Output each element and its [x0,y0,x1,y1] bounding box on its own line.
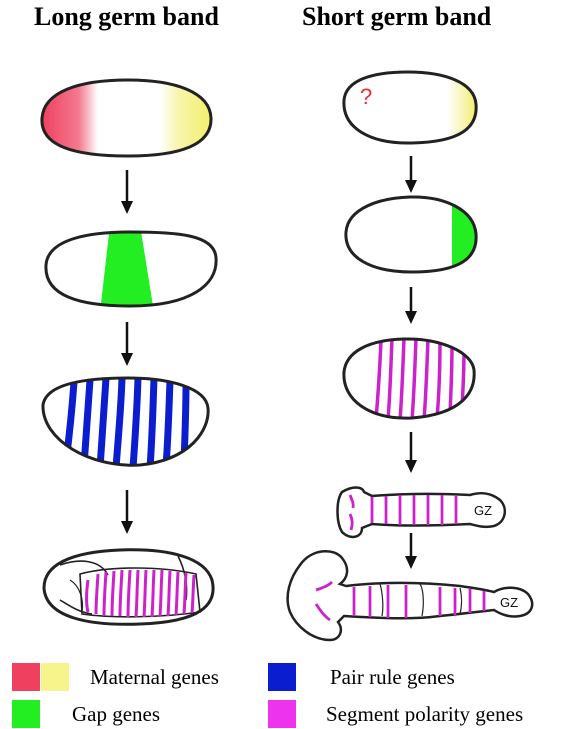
legend-swatch-segment-polarity [268,700,296,728]
legend-swatch-pair-rule [268,663,296,691]
legend-label-gap: Gap genes [72,702,160,727]
short-embryo-gap [346,195,482,275]
short-embryo-segment-polarity [344,338,474,420]
growth-zone-label-stage4: GZ [474,503,492,518]
short-embryo-maternal: ? [344,72,476,143]
long-embryo-pair-rule [43,378,208,468]
arrow-short-4 [405,533,417,569]
arrow-short-3 [405,432,417,473]
long-embryo-maternal [42,80,211,156]
long-embryo-gap [46,225,216,312]
legend-label-segment-polarity: Segment polarity genes [326,702,523,727]
legend-swatch-gap [12,700,40,728]
legend-label-maternal: Maternal genes [90,665,219,690]
short-embryo-elongating: GZ [338,488,505,537]
arrow-long-3 [121,490,133,534]
legend-swatch-maternal-anterior [12,663,40,691]
long-embryo-segmented [44,550,213,625]
arrow-long-1 [121,170,133,214]
unknown-anterior-question-mark: ? [360,84,372,109]
growth-zone-label-stage5: GZ [500,595,518,610]
legend-label-pair-rule: Pair rule genes [330,665,455,690]
arrow-short-1 [405,156,417,193]
legend-swatch-maternal-posterior [41,663,69,691]
arrow-short-2 [405,287,417,324]
arrow-long-2 [121,322,133,366]
